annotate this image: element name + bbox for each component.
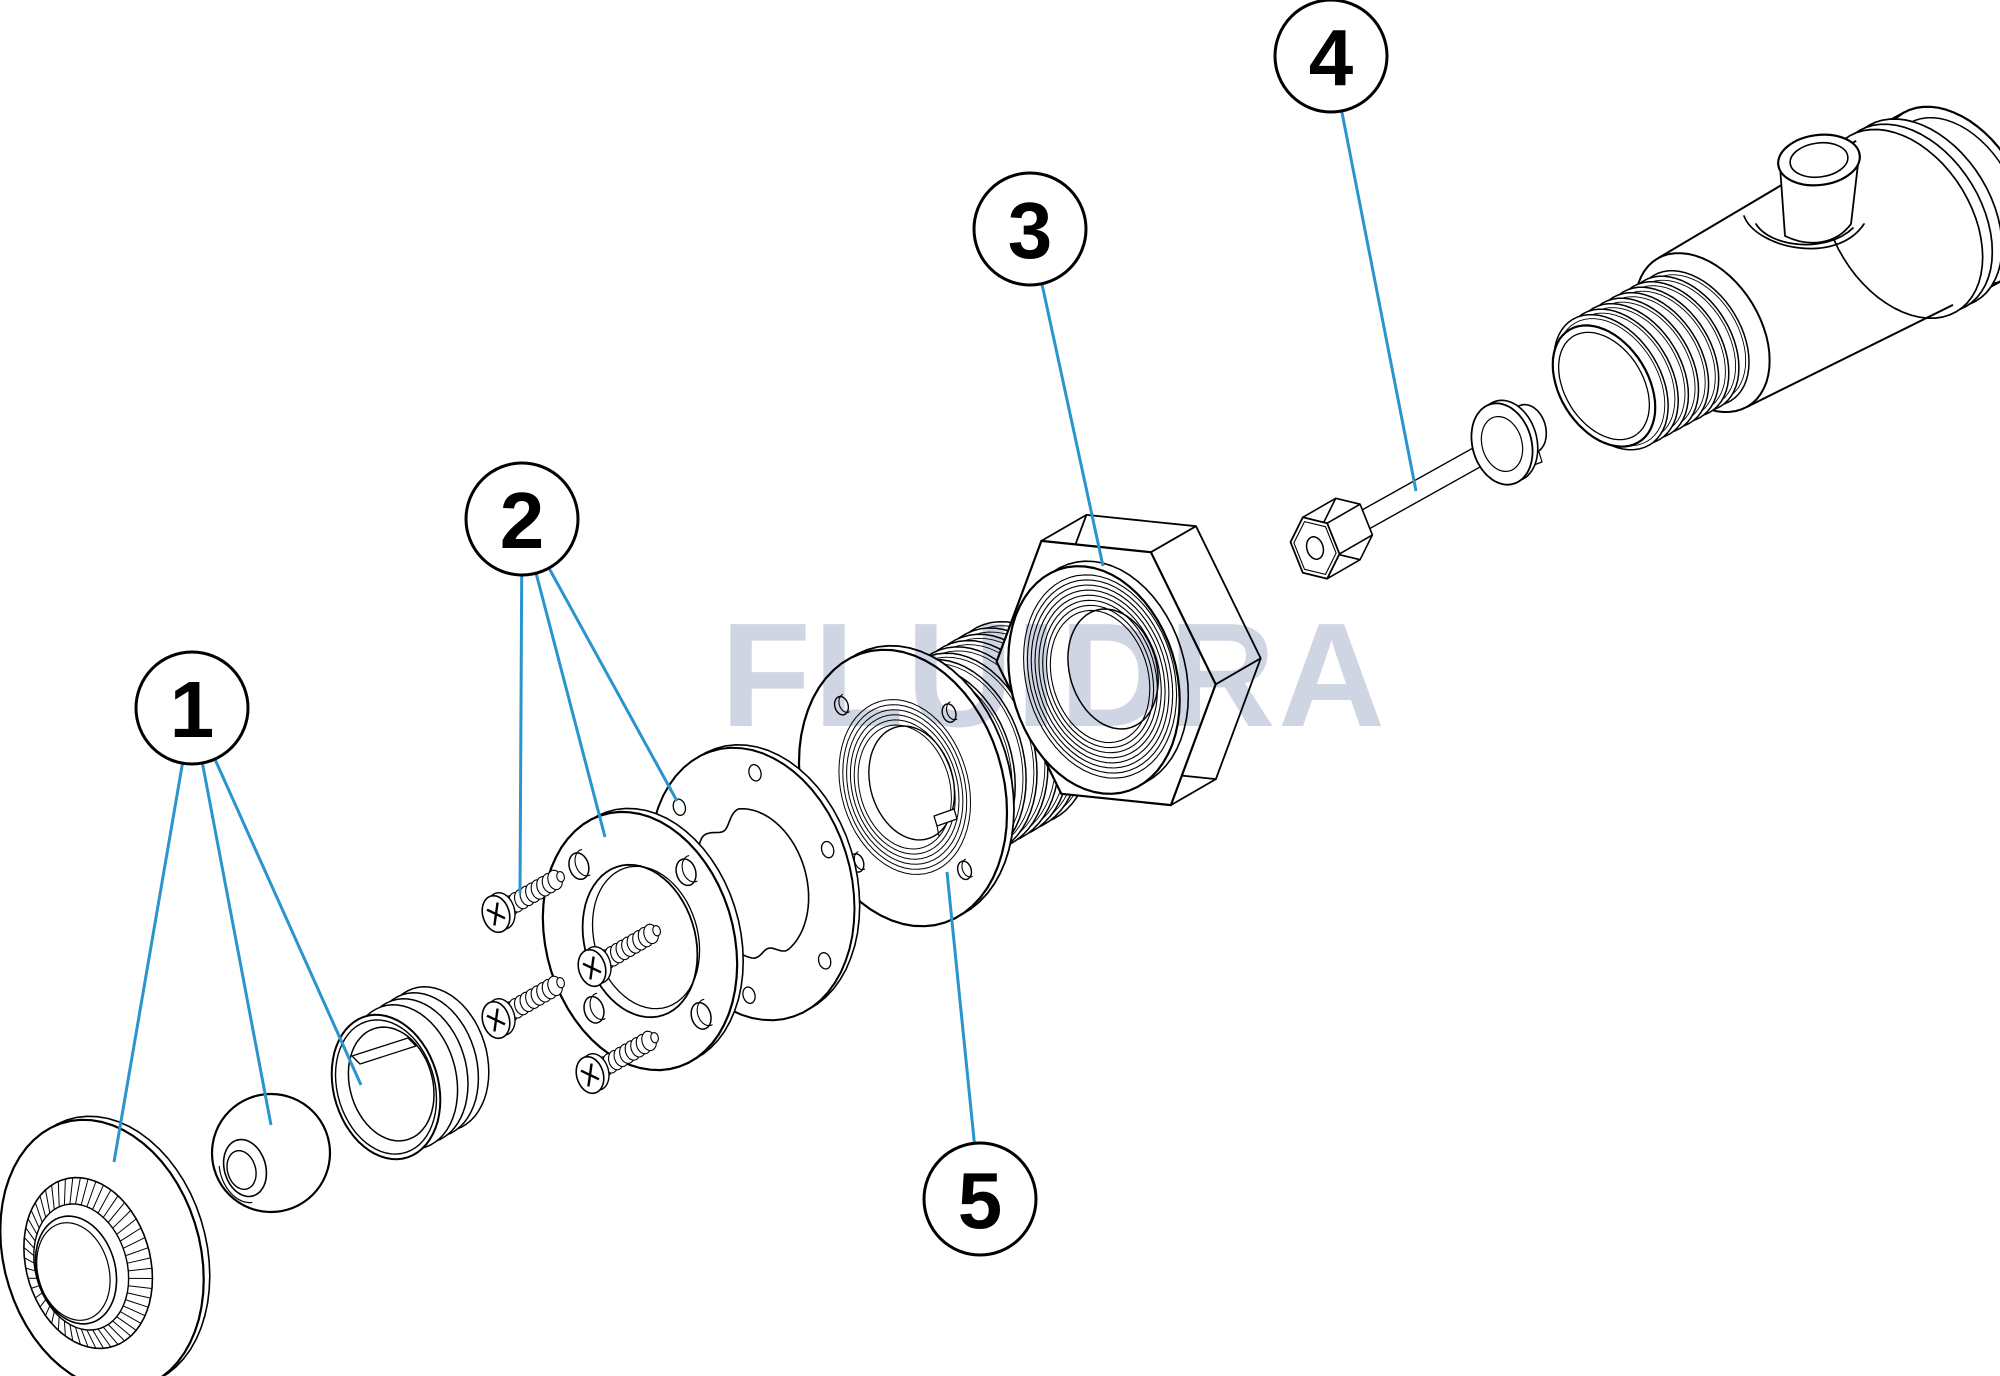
svg-text:FLUIDRA: FLUIDRA	[721, 593, 1388, 758]
svg-text:4: 4	[1309, 13, 1354, 102]
svg-text:5: 5	[958, 1156, 1003, 1245]
svg-text:2: 2	[500, 476, 545, 565]
svg-text:1: 1	[170, 665, 215, 754]
svg-text:3: 3	[1008, 186, 1053, 275]
